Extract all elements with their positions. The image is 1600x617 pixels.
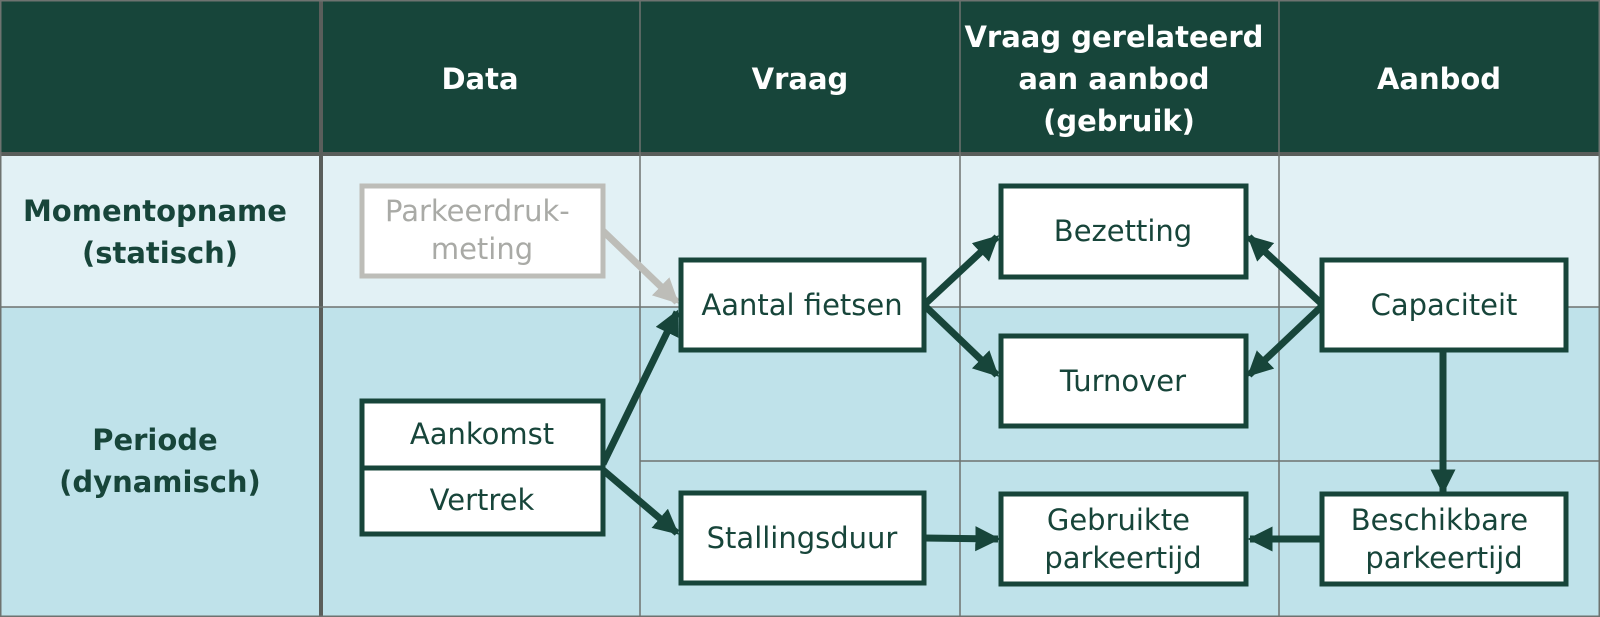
arrow-aankomst-to-aantal — [599, 309, 681, 466]
header-band — [0, 0, 1600, 154]
arrow-aantal-to-turnover — [921, 302, 1000, 378]
box-capaciteit: Capaciteit — [1319, 257, 1569, 353]
svg-text:Parkeerdruk- meting: Parkeerdruk- meting — [385, 194, 579, 266]
svg-text:Bezetting: Bezetting — [1054, 214, 1192, 248]
box-vertrek: Vertrek — [359, 465, 606, 537]
svg-text:Aankomst: Aankomst — [410, 417, 554, 451]
arrow-capaciteit-to-bezetting — [1246, 234, 1326, 308]
header-vraag-gerelateerd: Vraag gerelateerd aan aanbod (gebruik) — [964, 20, 1273, 138]
svg-text:Vertrek: Vertrek — [430, 483, 535, 517]
svg-text:Capaciteit: Capaciteit — [1371, 288, 1518, 322]
arrow-aantal-to-bezetting — [921, 234, 1000, 308]
box-aantal-fietsen: Aantal fietsen — [678, 257, 927, 353]
row-label-momentopname: Momentopname (statisch) — [23, 194, 297, 270]
header-vraag: Vraag — [752, 62, 849, 96]
box-beschikbare-parkeertijd: Beschikbare parkeertijd — [1319, 491, 1569, 587]
svg-text:Aantal fietsen: Aantal fietsen — [701, 288, 902, 322]
box-turnover: Turnover — [998, 333, 1249, 429]
box-aankomst: Aankomst — [359, 398, 606, 471]
row-label-periode: Periode (dynamisch) — [59, 423, 261, 499]
svg-text:Gebruikte parkeertijd: Gebruikte parkeertijd — [1044, 503, 1201, 575]
arrow-vertrek-to-stallingsduur — [600, 467, 680, 536]
box-gebruikte-parkeertijd: Gebruikte parkeertijd — [998, 491, 1249, 587]
header-aanbod: Aanbod — [1377, 62, 1501, 96]
arrow-capaciteit-to-turnover — [1246, 302, 1326, 378]
arrow-stallingsduur-to-gebruikte — [923, 526, 1001, 552]
svg-text:Turnover: Turnover — [1059, 364, 1186, 398]
svg-text:Stallingsduur: Stallingsduur — [707, 521, 898, 555]
box-bezetting: Bezetting — [998, 183, 1249, 280]
box-stallingsduur: Stallingsduur — [678, 490, 927, 586]
header-data: Data — [441, 62, 518, 96]
box-parkeerdrukmeting: Parkeerdruk- meting — [359, 183, 606, 279]
arrow-parkeerdruk-to-aantal — [599, 227, 680, 305]
svg-text:Beschikbare parkeertijd: Beschikbare parkeertijd — [1351, 503, 1538, 575]
arrows — [599, 227, 1456, 552]
